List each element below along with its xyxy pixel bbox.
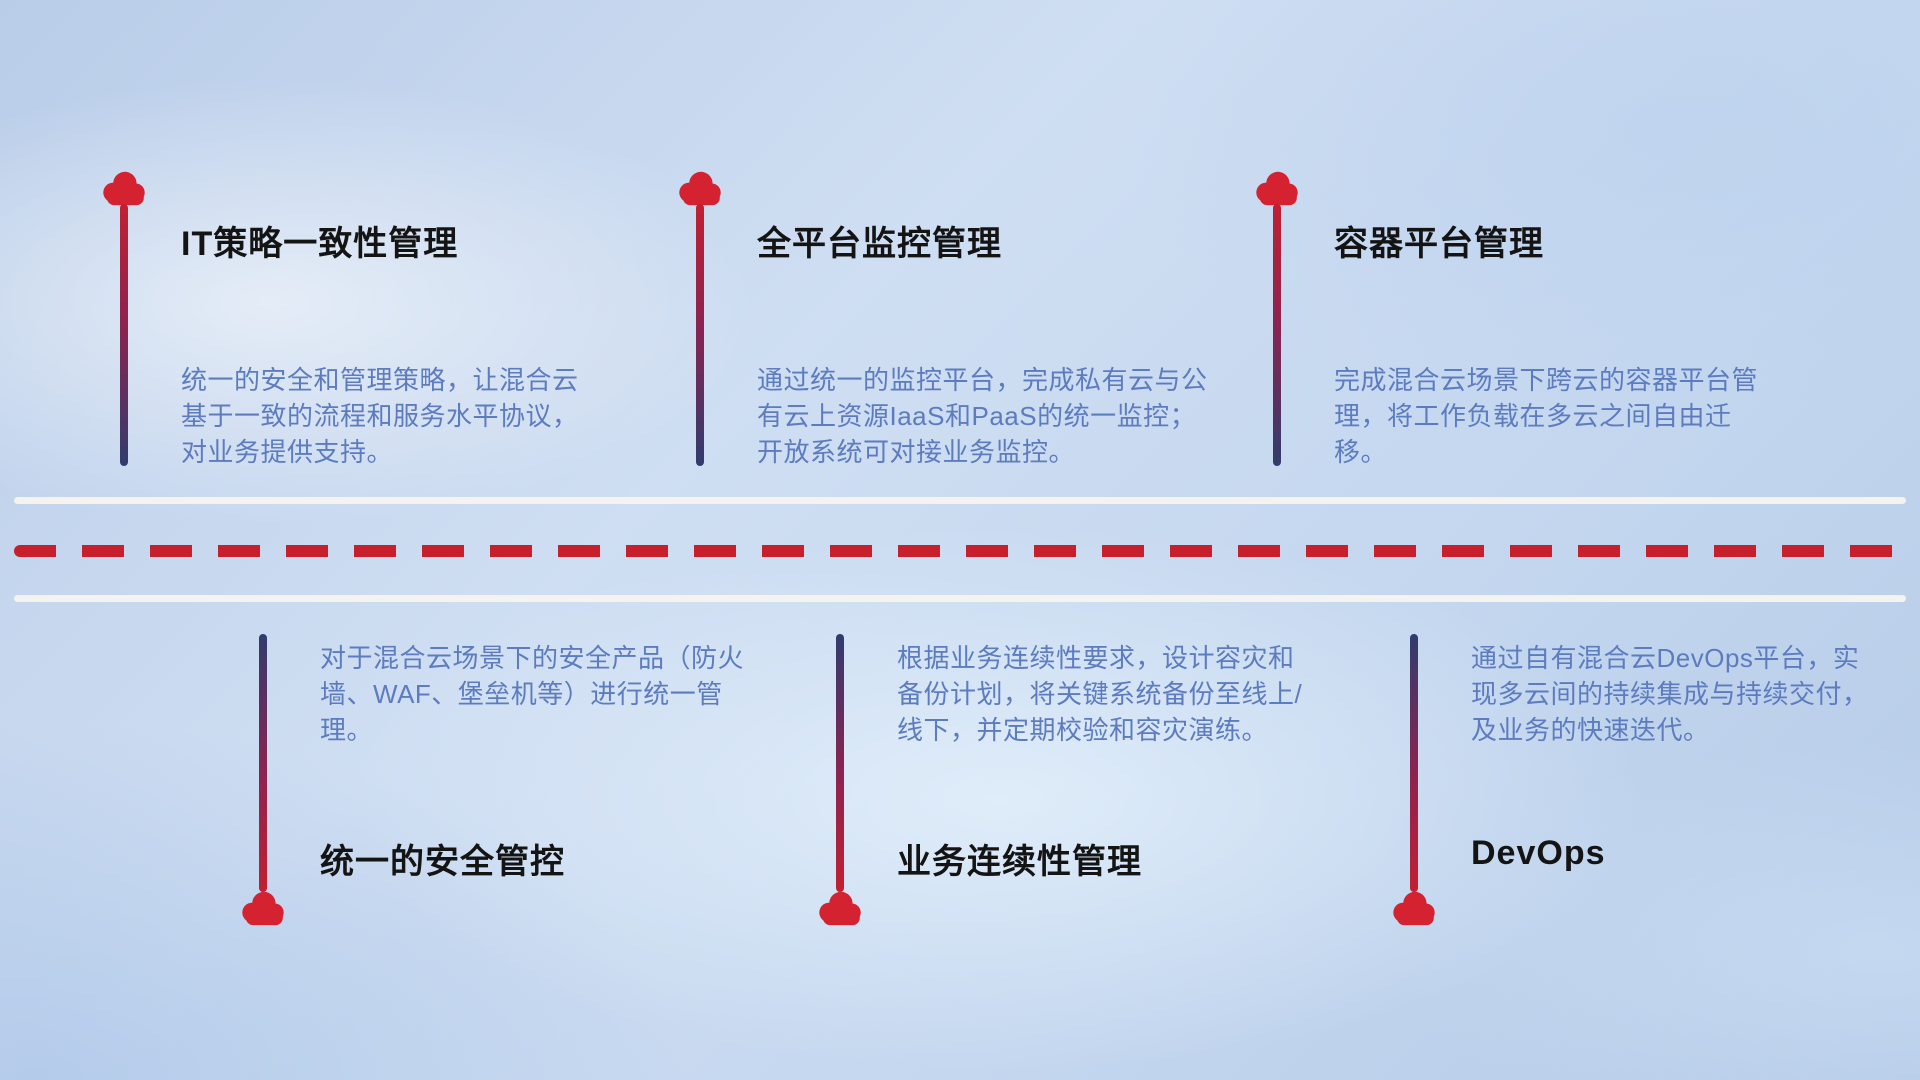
item-description: 完成混合云场景下跨云的容器平台管理，将工作负载在多云之间自由迁移。 [1334, 365, 1759, 467]
connector-line [120, 204, 128, 466]
item-title: 全平台监控管理 [757, 225, 1002, 263]
connector-line [1410, 634, 1418, 892]
connector-line [836, 634, 844, 892]
connector-line [696, 204, 704, 466]
cloud-icon [673, 168, 727, 208]
cloud-icon [236, 888, 290, 928]
item-title: DevOps [1471, 834, 1606, 872]
road-line-bottom [14, 595, 1906, 602]
item-title: 业务连续性管理 [897, 843, 1142, 881]
cloud-icon [1387, 888, 1441, 928]
item-title: 容器平台管理 [1334, 225, 1544, 263]
connector-line [259, 634, 267, 892]
road-line-top [14, 497, 1906, 504]
item-description: 通过自有混合云DevOps平台，实现多云间的持续集成与持续交付，及业务的快速迭代… [1471, 643, 1869, 745]
cloud-icon [1250, 168, 1304, 208]
item-description: 根据业务连续性要求，设计容灾和备份计划，将关键系统备份至线上/线下，并定期校验和… [897, 643, 1303, 745]
item-description: 对于混合云场景下的安全产品（防火墙、WAF、堡垒机等）进行统一管理。 [320, 643, 745, 745]
item-title: IT策略一致性管理 [181, 225, 459, 263]
cloud-icon [97, 168, 151, 208]
item-description: 通过统一的监控平台，完成私有云与公有云上资源IaaS和PaaS的统一监控；开放系… [757, 365, 1208, 467]
connector-line [1273, 204, 1281, 466]
cloud-icon [813, 888, 867, 928]
road-dashed-centerline [14, 545, 1906, 557]
item-description: 统一的安全和管理策略，让混合云基于一致的流程和服务水平协议，对业务提供支持。 [181, 365, 579, 467]
item-title: 统一的安全管控 [320, 843, 565, 881]
